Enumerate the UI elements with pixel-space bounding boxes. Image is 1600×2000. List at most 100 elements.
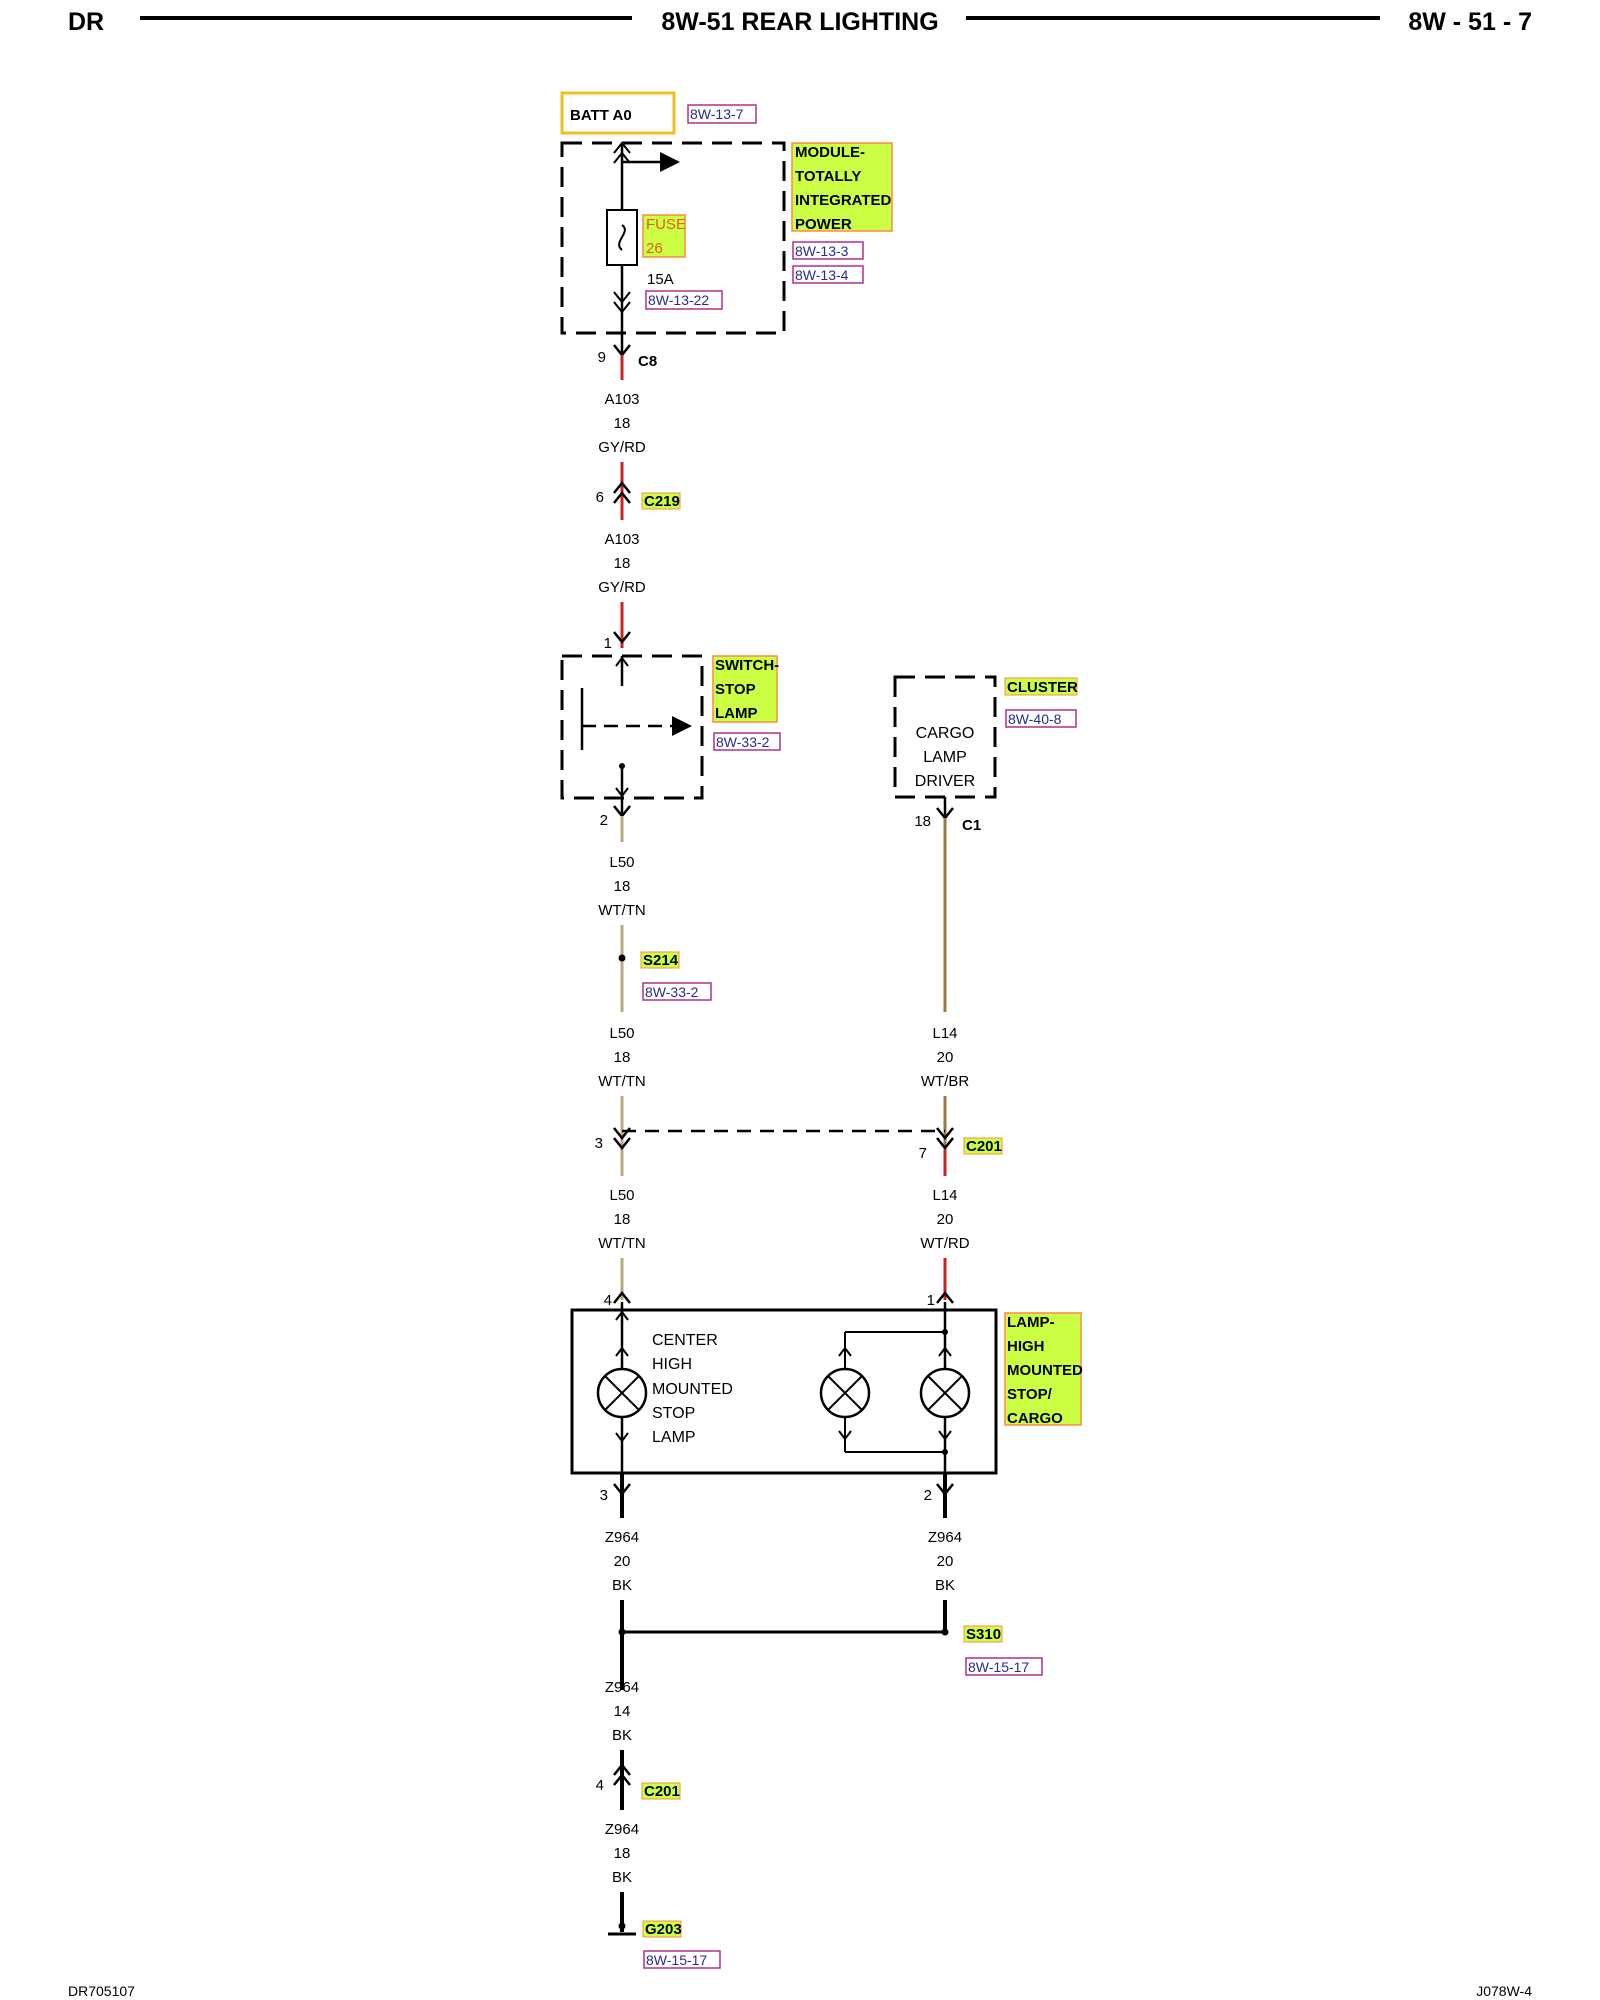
a103-lower-circuit: A103 (604, 531, 639, 548)
module-label-highlight (791, 142, 893, 232)
s214-highlight (640, 951, 680, 969)
l50-3-circuit: L50 (609, 1187, 634, 1204)
batt-ref-box[interactable] (687, 104, 757, 124)
l50-3-gauge: 18 (614, 1211, 631, 1228)
lamp-pin-left-out: 3 (600, 1487, 608, 1504)
lamp-label-line-2: HIGH (1007, 1338, 1045, 1355)
module-label-line-3: INTEGRATED (795, 192, 892, 209)
a103-lower-color: GY/RD (598, 579, 646, 596)
l50-2-color: WT/TN (598, 1073, 645, 1090)
page-header: DR 8W-51 REAR LIGHTING 8W - 51 - 7 (68, 8, 1532, 36)
lamp-pin-left-in: 4 (604, 1292, 612, 1309)
cluster-ref-box[interactable] (1005, 709, 1077, 728)
c201-bottom-pin: 4 (596, 1777, 604, 1794)
s310-highlight (963, 1625, 1003, 1643)
module-label-line-1: MODULE- (795, 144, 865, 161)
fuse-ref-box[interactable] (645, 290, 723, 310)
cargo-lamp-bulb-1-icon (819, 1367, 871, 1419)
cluster-ref[interactable]: 8W-40-8 (1008, 711, 1062, 727)
fuse-rating: 15A (647, 271, 674, 288)
lamp-label-line-3: MOUNTED (1007, 1362, 1083, 1379)
module-ref-2-box[interactable] (792, 265, 864, 284)
cluster-label: CLUSTER (1007, 679, 1078, 696)
module-ref-1-box[interactable] (792, 241, 864, 260)
a103-upper-color: GY/RD (598, 439, 646, 456)
s310-ref[interactable]: 8W-15-17 (968, 1659, 1029, 1675)
footer-doc-id: DR705107 (68, 1983, 135, 1999)
switch-label-line-2: STOP (715, 681, 756, 698)
lamp-pin-right-in: 1 (927, 1292, 935, 1309)
switch-label-line-1: SWITCH- (715, 657, 779, 674)
lamp-inner-line-1: CENTER (652, 1332, 718, 1349)
batt-source-box (560, 91, 676, 135)
switch-ref-box[interactable] (713, 732, 781, 751)
cluster-driver-line-3: DRIVER (915, 773, 975, 790)
a103-lower-gauge: 18 (614, 555, 631, 572)
l14-2-color: WT/RD (920, 1235, 969, 1252)
module-label-line-2: TOTALLY (795, 168, 861, 185)
cluster-driver-line-2: LAMP (923, 749, 967, 766)
page-number: 8W - 51 - 7 (1408, 8, 1532, 36)
fuse-label: FUSE (646, 216, 686, 233)
l14-2-gauge: 20 (937, 1211, 954, 1228)
c1-pin: 18 (914, 813, 931, 830)
batt-ref[interactable]: 8W-13-7 (690, 106, 744, 122)
batt-source-label: BATT A0 (570, 107, 632, 124)
fuse-number: 26 (646, 240, 663, 257)
z964-18-circuit: Z964 (605, 1821, 639, 1838)
chmsl-lamp-box (570, 1308, 998, 1475)
z964-14-circuit: Z964 (605, 1679, 639, 1696)
lamp-pin-right-out: 2 (924, 1487, 932, 1504)
z964-left-color: BK (612, 1577, 632, 1594)
lamp-label-highlight (1004, 1312, 1082, 1426)
c201-top-pin-left: 3 (595, 1135, 603, 1152)
z964-18-gauge: 18 (614, 1845, 631, 1862)
l50-2-gauge: 18 (614, 1049, 631, 1066)
module-ref-2[interactable]: 8W-13-4 (795, 267, 849, 283)
c201-bottom-connector-icon (613, 1762, 631, 1786)
c201-bottom-connector: C201 (644, 1783, 680, 1800)
s214-ref-box[interactable] (642, 982, 712, 1001)
switch-pin-out: 2 (600, 812, 608, 829)
g203-label: G203 (645, 1921, 682, 1938)
header-model: DR (68, 8, 104, 36)
c201-left-connector-icon (613, 1127, 631, 1151)
s310-ref-box[interactable] (965, 1657, 1043, 1676)
l50-1-gauge: 18 (614, 878, 631, 895)
l14-2-circuit: L14 (932, 1187, 957, 1204)
cluster-driver-line-1: CARGO (916, 725, 975, 742)
c201-right-connector-icon (936, 1127, 954, 1151)
l14-1-gauge: 20 (937, 1049, 954, 1066)
lamp-inner-line-4: STOP (652, 1405, 695, 1422)
module-ref-1[interactable]: 8W-13-3 (795, 243, 849, 259)
c219-connector-icon (613, 480, 631, 504)
ground-icon (608, 1922, 636, 1936)
z964-left-gauge: 20 (614, 1553, 631, 1570)
stop-lamp-bulb-icon (596, 1367, 648, 1419)
z964-18-color: BK (612, 1869, 632, 1886)
s214-ref[interactable]: 8W-33-2 (645, 984, 699, 1000)
c219-pin: 6 (596, 489, 604, 506)
c8-connector: C8 (638, 353, 657, 370)
fuse-ref[interactable]: 8W-13-22 (648, 292, 709, 308)
g203-ref[interactable]: 8W-15-17 (646, 1952, 707, 1968)
footer-figure-id: J078W-4 (1476, 1983, 1532, 1999)
lamp-label-line-4: STOP/ (1007, 1386, 1053, 1403)
z964-14-color: BK (612, 1727, 632, 1744)
g203-ref-box[interactable] (643, 1950, 721, 1969)
z964-right-gauge: 20 (937, 1553, 954, 1570)
switch-ref[interactable]: 8W-33-2 (716, 734, 770, 750)
c219-connector: C219 (644, 493, 680, 510)
a103-upper-circuit: A103 (604, 391, 639, 408)
c201-top-highlight (963, 1137, 1003, 1155)
l50-1-circuit: L50 (609, 854, 634, 871)
tipm-module-box (560, 141, 786, 335)
lamp-inner-line-2: HIGH (652, 1356, 692, 1373)
page-title: 8W-51 REAR LIGHTING (661, 8, 938, 36)
switch-label-line-3: LAMP (715, 705, 758, 722)
switch-label-highlight (712, 655, 778, 723)
s310-splice-dot (941, 1628, 949, 1636)
c219-highlight (641, 492, 681, 510)
fuse-highlight (642, 214, 686, 258)
